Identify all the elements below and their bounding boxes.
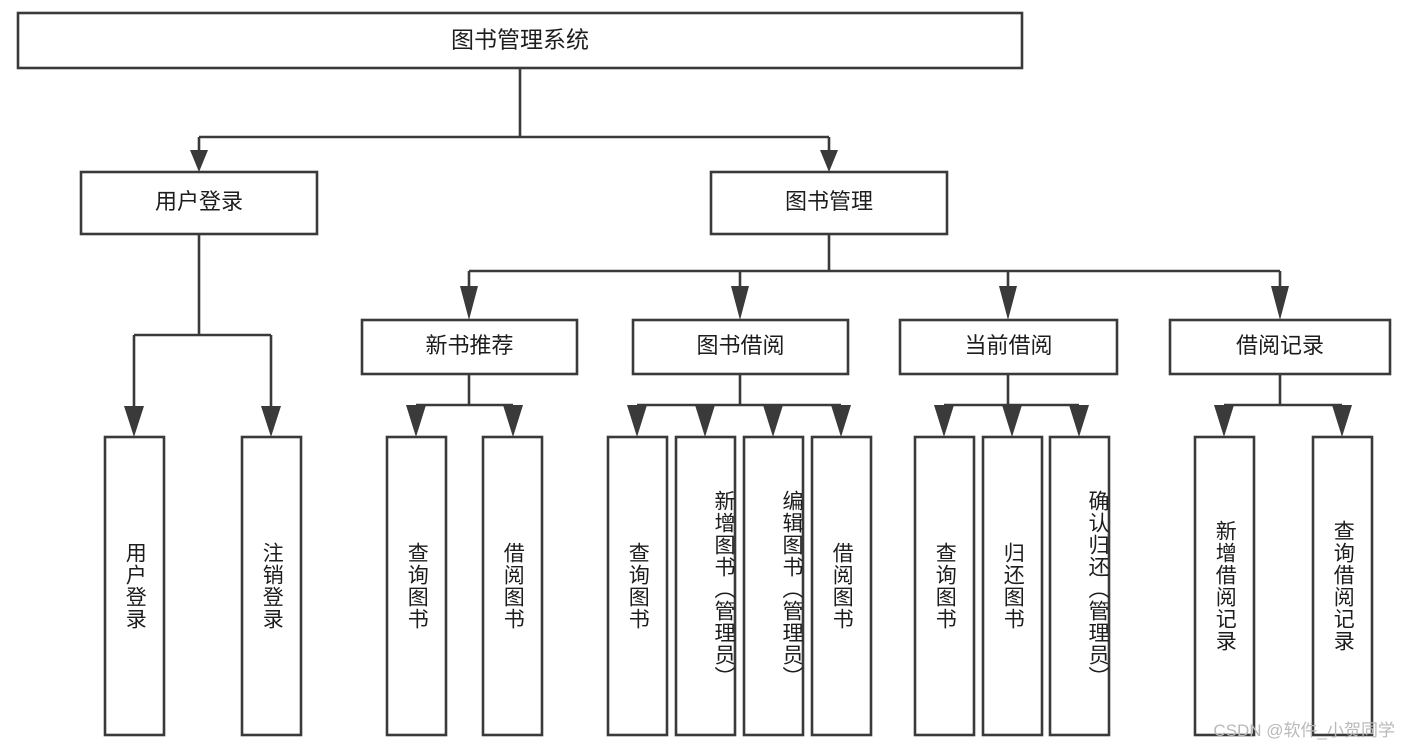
arrow-n2-leaf1 <box>627 405 647 437</box>
node-box-leaf-borrow-record-2[interactable] <box>1311 435 1374 737</box>
arrow-bm-to-n1 <box>460 286 478 320</box>
node-box-leaf-book-borrow-3[interactable] <box>742 435 805 737</box>
arrow-n1-leaf2 <box>503 405 523 437</box>
arrow-ul-leaf2 <box>261 406 281 437</box>
arrow-n4-leaf1 <box>1214 405 1234 437</box>
node-box-user-login[interactable] <box>79 170 319 236</box>
arrow-n2-leaf2 <box>695 405 715 437</box>
node-box-root[interactable] <box>16 11 1024 70</box>
connector-layer <box>124 68 1352 437</box>
node-box-leaf-user-login-1[interactable] <box>103 435 166 737</box>
arrow-n4-leaf2 <box>1332 405 1352 437</box>
arrow-n2-leaf4 <box>831 405 851 437</box>
arrow-root-to-user-login <box>190 150 208 172</box>
node-label-user-login: 用户登录 <box>155 189 243 214</box>
arrow-bm-to-n3 <box>999 286 1017 320</box>
node-label-book-manage: 图书管理 <box>785 189 873 214</box>
node-box-leaf-new-book-2[interactable] <box>481 435 544 737</box>
csdn-watermark: CSDN @软件_小贺同学 <box>1213 721 1395 740</box>
node-box-book-borrow[interactable] <box>631 318 850 376</box>
node-box-leaf-borrow-record-1[interactable] <box>1193 435 1256 737</box>
node-box-leaf-book-borrow-2[interactable] <box>674 435 737 737</box>
arrow-bm-to-n2 <box>731 286 749 320</box>
node-label-current-borrow: 当前借阅 <box>964 333 1052 358</box>
node-box-new-book-recommend[interactable] <box>360 318 579 376</box>
node-box-leaf-book-borrow-1[interactable] <box>606 435 669 737</box>
node-box-leaf-book-borrow-4[interactable] <box>810 435 873 737</box>
node-label-new-book-recommend: 新书推荐 <box>425 333 513 358</box>
arrow-n1-leaf1 <box>406 405 426 437</box>
node-box-leaf-current-borrow-1[interactable] <box>913 435 976 737</box>
arrow-n3-leaf3 <box>1069 405 1089 437</box>
arrow-n3-leaf2 <box>1002 405 1022 437</box>
arrow-root-to-book-manage <box>820 150 838 172</box>
node-box-current-borrow[interactable] <box>898 318 1119 376</box>
node-box-borrow-record[interactable] <box>1168 318 1392 376</box>
node-layer: 图书管理系统 用户登录 图书管理 新书推荐 图书借阅 当前借阅 借阅记录 <box>16 11 1392 737</box>
node-label-borrow-record: 借阅记录 <box>1236 333 1324 358</box>
node-label-book-borrow: 图书借阅 <box>696 333 784 358</box>
node-box-leaf-current-borrow-2[interactable] <box>981 435 1044 737</box>
node-box-leaf-user-login-2[interactable] <box>240 435 303 737</box>
arrow-n2-leaf3 <box>763 405 783 437</box>
node-box-leaf-current-borrow-3[interactable] <box>1048 435 1111 737</box>
arrow-n3-leaf1 <box>934 405 954 437</box>
arrow-ul-leaf1 <box>124 406 144 437</box>
node-label-root: 图书管理系统 <box>451 27 589 53</box>
node-box-leaf-new-book-1[interactable] <box>385 435 448 737</box>
node-box-book-manage[interactable] <box>709 170 949 236</box>
arrow-bm-to-n4 <box>1271 286 1289 320</box>
